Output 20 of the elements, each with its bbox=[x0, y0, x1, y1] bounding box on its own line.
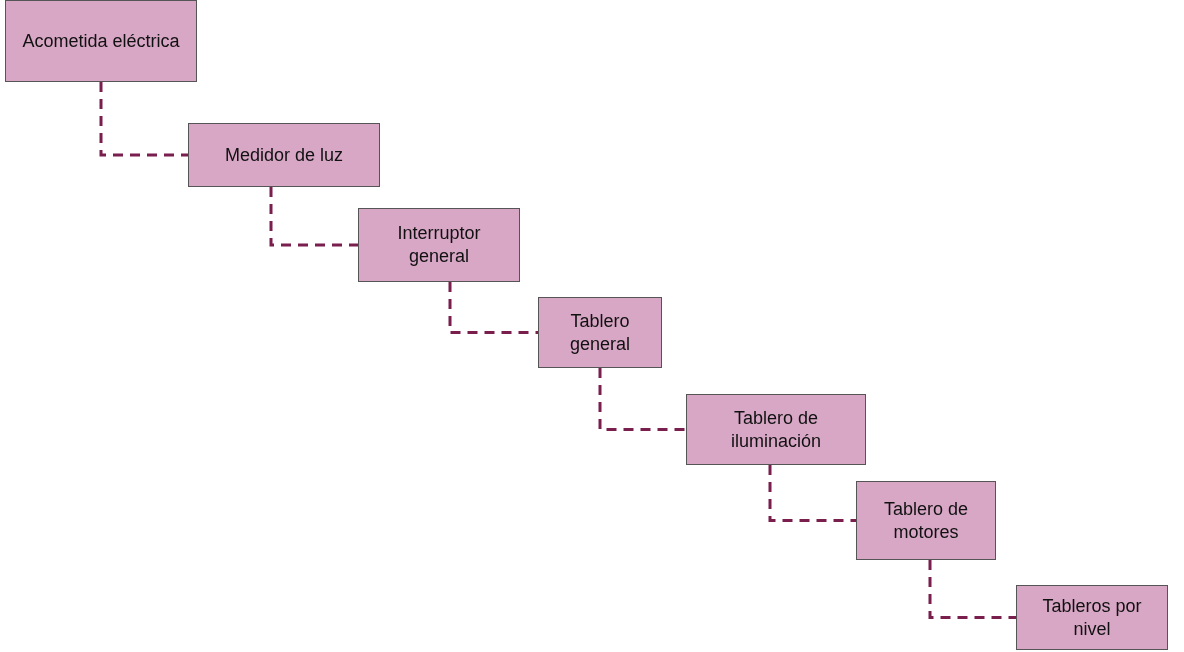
connector-line bbox=[598, 368, 686, 431]
connector-line bbox=[99, 82, 188, 157]
box-label: Interruptor general bbox=[396, 222, 482, 268]
process-box bbox=[856, 481, 996, 560]
box-label: Tablero de iluminación bbox=[729, 406, 822, 453]
process-box bbox=[1016, 585, 1168, 650]
connector-line bbox=[448, 282, 538, 334]
box-label: Medidor de luz bbox=[223, 143, 345, 167]
process-box bbox=[5, 0, 197, 82]
process-box bbox=[686, 394, 866, 465]
box-label: Tablero general bbox=[568, 309, 631, 356]
process-box bbox=[538, 297, 662, 368]
connector-line bbox=[928, 560, 1016, 619]
process-box bbox=[188, 123, 380, 187]
box-label: Acometida eléctrica bbox=[21, 29, 181, 53]
connector-line bbox=[269, 187, 358, 247]
connector-line bbox=[768, 465, 856, 522]
box-label: Tablero de motores bbox=[882, 497, 970, 544]
box-label: Tableros por nivel bbox=[1041, 594, 1143, 641]
process-box bbox=[358, 208, 520, 282]
